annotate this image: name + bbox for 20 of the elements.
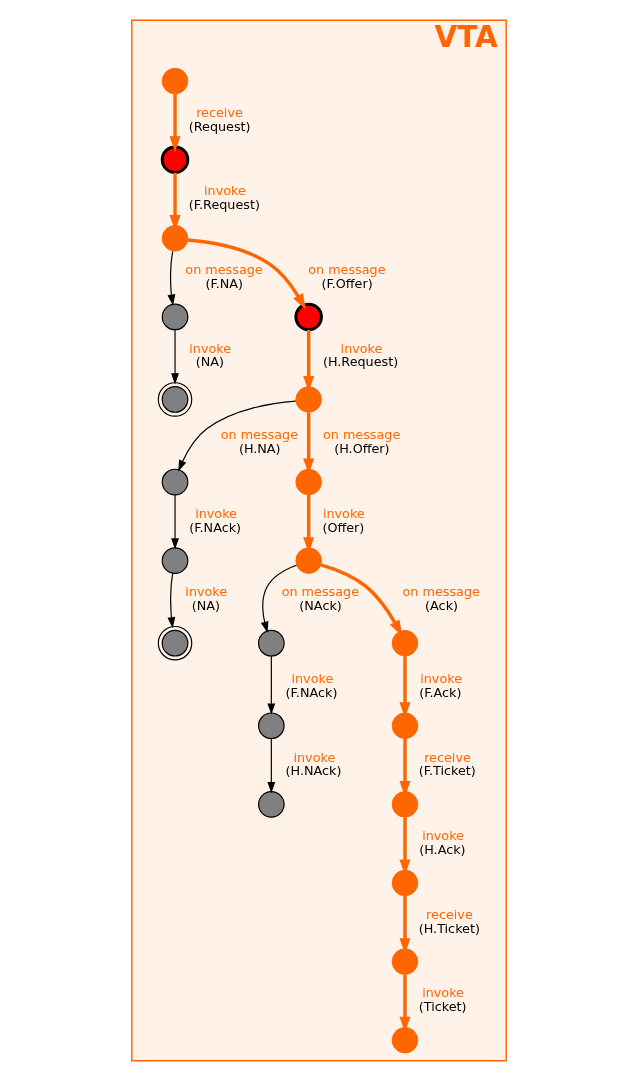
edge-label: invoke (Offer) bbox=[322, 505, 365, 535]
edge-label: receive (H.Ticket) bbox=[418, 906, 480, 936]
edge-label: receive (Request) bbox=[188, 104, 251, 134]
edge-label: on message (H.Offer) bbox=[322, 427, 401, 456]
edge-label: on message (NAck) bbox=[281, 584, 359, 614]
edge-label: on message (H.NA) bbox=[220, 427, 299, 456]
edge-label: invoke (H.NAck) bbox=[285, 749, 342, 779]
edge-label: invoke (Ticket) bbox=[418, 985, 467, 1015]
edge-label: invoke (F.Ack) bbox=[419, 670, 463, 700]
edge-label: receive (F.Ticket) bbox=[418, 749, 476, 779]
edge-label: on message (Ack) bbox=[402, 584, 480, 614]
edge-label: invoke (NA) bbox=[189, 340, 232, 370]
edge-label: invoke (H.Ack) bbox=[419, 828, 466, 857]
edge-label: invoke (F.NAck) bbox=[285, 670, 338, 700]
edge-label: invoke (F.NAck) bbox=[189, 505, 242, 535]
edge-label: on message (F.Offer) bbox=[308, 262, 386, 291]
edge-label: invoke (NA) bbox=[185, 584, 228, 614]
edge-label: on message (F.NA) bbox=[185, 262, 263, 291]
edge-label: invoke (H.Request) bbox=[322, 340, 399, 370]
edge-label: invoke (F.Request) bbox=[188, 183, 260, 213]
